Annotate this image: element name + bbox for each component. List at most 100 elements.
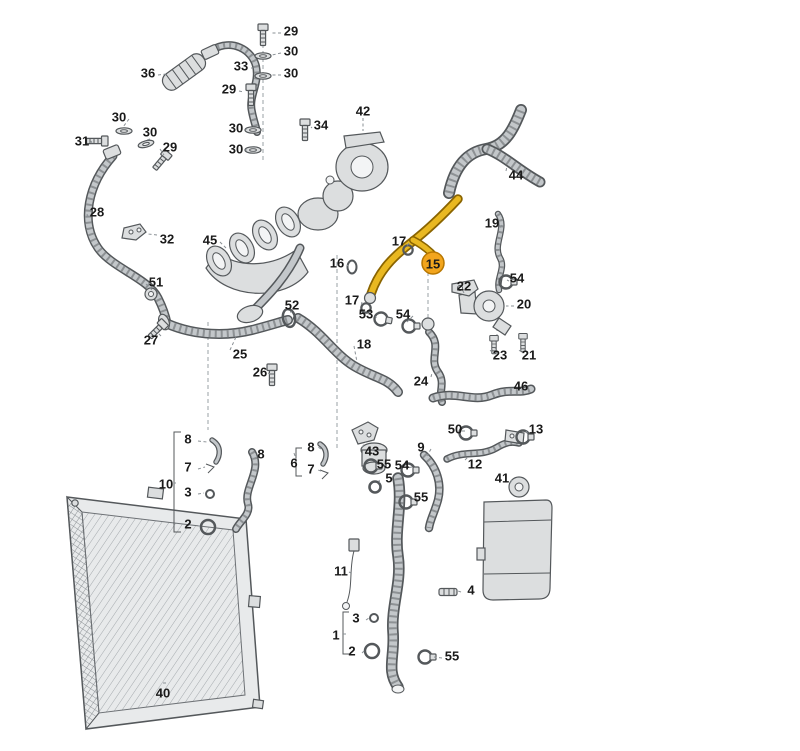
callout-17[interactable]: 17 bbox=[392, 234, 406, 249]
leader-line-19 bbox=[498, 224, 503, 231]
callout-21[interactable]: 21 bbox=[522, 348, 536, 363]
leader-line-24 bbox=[430, 372, 433, 378]
expansion-tank bbox=[476, 476, 553, 601]
callout-7[interactable]: 7 bbox=[307, 462, 314, 477]
leader-line-32 bbox=[147, 233, 158, 236]
callout-36[interactable]: 36 bbox=[141, 66, 155, 81]
coolant-pipe-15-highlighted[interactable] bbox=[363, 199, 459, 305]
callout-18[interactable]: 18 bbox=[357, 337, 371, 352]
callout-33[interactable]: 33 bbox=[234, 59, 248, 74]
leader-line-18 bbox=[353, 345, 358, 363]
callout-32[interactable]: 32 bbox=[160, 232, 174, 247]
leader-line-17 bbox=[360, 301, 363, 307]
callout-55[interactable]: 55 bbox=[445, 649, 459, 664]
leader-line-55 bbox=[433, 656, 443, 659]
callout-3[interactable]: 3 bbox=[184, 485, 191, 500]
callout-44[interactable]: 44 bbox=[509, 168, 524, 183]
callout-27[interactable]: 27 bbox=[144, 333, 158, 348]
callout-28[interactable]: 28 bbox=[90, 205, 104, 220]
callout-13[interactable]: 13 bbox=[529, 422, 543, 437]
leader-line-34 bbox=[310, 126, 313, 129]
callout-30[interactable]: 30 bbox=[143, 125, 157, 140]
callout-23[interactable]: 23 bbox=[493, 348, 507, 363]
leader-line-5 bbox=[378, 479, 381, 485]
callout-24[interactable]: 24 bbox=[414, 374, 429, 389]
callout-29[interactable]: 29 bbox=[163, 140, 177, 155]
callout-19[interactable]: 19 bbox=[485, 216, 499, 231]
hose-24 bbox=[421, 317, 442, 402]
leader-line-7 bbox=[317, 469, 322, 472]
callout-8[interactable]: 8 bbox=[184, 432, 191, 447]
leader-line-44 bbox=[505, 165, 508, 172]
callout-2[interactable]: 2 bbox=[184, 517, 191, 532]
callout-51[interactable]: 51 bbox=[149, 275, 163, 290]
callout-53[interactable]: 53 bbox=[359, 307, 373, 322]
callout-46[interactable]: 46 bbox=[514, 379, 528, 394]
callout-40[interactable]: 40 bbox=[156, 686, 170, 701]
callout-30[interactable]: 30 bbox=[284, 44, 298, 59]
leader-line-22 bbox=[461, 288, 465, 294]
leader-line-43 bbox=[361, 441, 367, 448]
callout-30[interactable]: 30 bbox=[229, 142, 243, 157]
leader-line-6 bbox=[293, 452, 298, 463]
callout-55[interactable]: 55 bbox=[377, 457, 391, 472]
leader-line-54 bbox=[406, 315, 414, 323]
callout-11[interactable]: 11 bbox=[334, 564, 348, 579]
highlight-ring-15[interactable] bbox=[421, 251, 445, 275]
pump-bracket bbox=[451, 279, 479, 297]
callout-8[interactable]: 8 bbox=[307, 440, 314, 455]
leader-line-30 bbox=[146, 138, 151, 141]
turbocharger-manifold bbox=[205, 131, 389, 324]
leader-line-21 bbox=[518, 347, 525, 352]
callout-52[interactable]: 52 bbox=[285, 298, 299, 313]
callout-2[interactable]: 2 bbox=[348, 644, 355, 659]
leader-line-23 bbox=[489, 347, 497, 352]
leader-line-9 bbox=[426, 448, 432, 457]
callout-54[interactable]: 54 bbox=[510, 271, 525, 286]
callout-26[interactable]: 26 bbox=[253, 365, 267, 380]
callout-43[interactable]: 43 bbox=[365, 444, 379, 459]
callout-34[interactable]: 34 bbox=[314, 118, 329, 133]
callout-5[interactable]: 5 bbox=[385, 471, 392, 486]
callout-20[interactable]: 20 bbox=[517, 297, 531, 312]
callout-42[interactable]: 42 bbox=[356, 104, 370, 119]
callout-45[interactable]: 45 bbox=[203, 233, 217, 248]
leader-line-29 bbox=[159, 148, 165, 156]
callout-1[interactable]: 1 bbox=[332, 628, 339, 643]
callout-15[interactable]: 15 bbox=[426, 257, 440, 272]
radiator bbox=[66, 486, 265, 731]
leader-line-41 bbox=[508, 479, 513, 486]
leader-line-25 bbox=[229, 336, 237, 351]
callout-25[interactable]: 25 bbox=[233, 347, 247, 362]
callout-30[interactable]: 30 bbox=[112, 110, 126, 125]
leader-line-29 bbox=[238, 90, 245, 93]
callout-29[interactable]: 29 bbox=[222, 82, 236, 97]
callout-55[interactable]: 55 bbox=[414, 490, 428, 505]
callout-54[interactable]: 54 bbox=[395, 458, 410, 473]
callout-17[interactable]: 17 bbox=[345, 293, 359, 308]
callout-3[interactable]: 3 bbox=[352, 611, 359, 626]
leader-line-3 bbox=[365, 617, 370, 621]
callout-50[interactable]: 50 bbox=[448, 422, 462, 437]
callout-12[interactable]: 12 bbox=[468, 457, 482, 472]
hose-bottom bbox=[392, 478, 404, 694]
callout-4[interactable]: 4 bbox=[467, 583, 475, 598]
callout-7[interactable]: 7 bbox=[184, 460, 191, 475]
callout-30[interactable]: 30 bbox=[284, 66, 298, 81]
callout-9[interactable]: 9 bbox=[417, 440, 424, 455]
callout-16[interactable]: 16 bbox=[330, 256, 344, 271]
callout-6[interactable]: 6 bbox=[290, 456, 297, 471]
callout-31[interactable]: 31 bbox=[75, 134, 89, 149]
callout-22[interactable]: 22 bbox=[457, 279, 471, 294]
hose-28 bbox=[88, 144, 167, 323]
callout-10[interactable]: 10 bbox=[159, 477, 173, 492]
callout-41[interactable]: 41 bbox=[495, 471, 509, 486]
callout-54[interactable]: 54 bbox=[396, 307, 411, 322]
leader-line-26 bbox=[267, 372, 271, 375]
callout-8[interactable]: 8 bbox=[257, 447, 264, 462]
callout-29[interactable]: 29 bbox=[284, 24, 298, 39]
leader-line-4 bbox=[457, 590, 462, 593]
callout-30[interactable]: 30 bbox=[229, 121, 243, 136]
